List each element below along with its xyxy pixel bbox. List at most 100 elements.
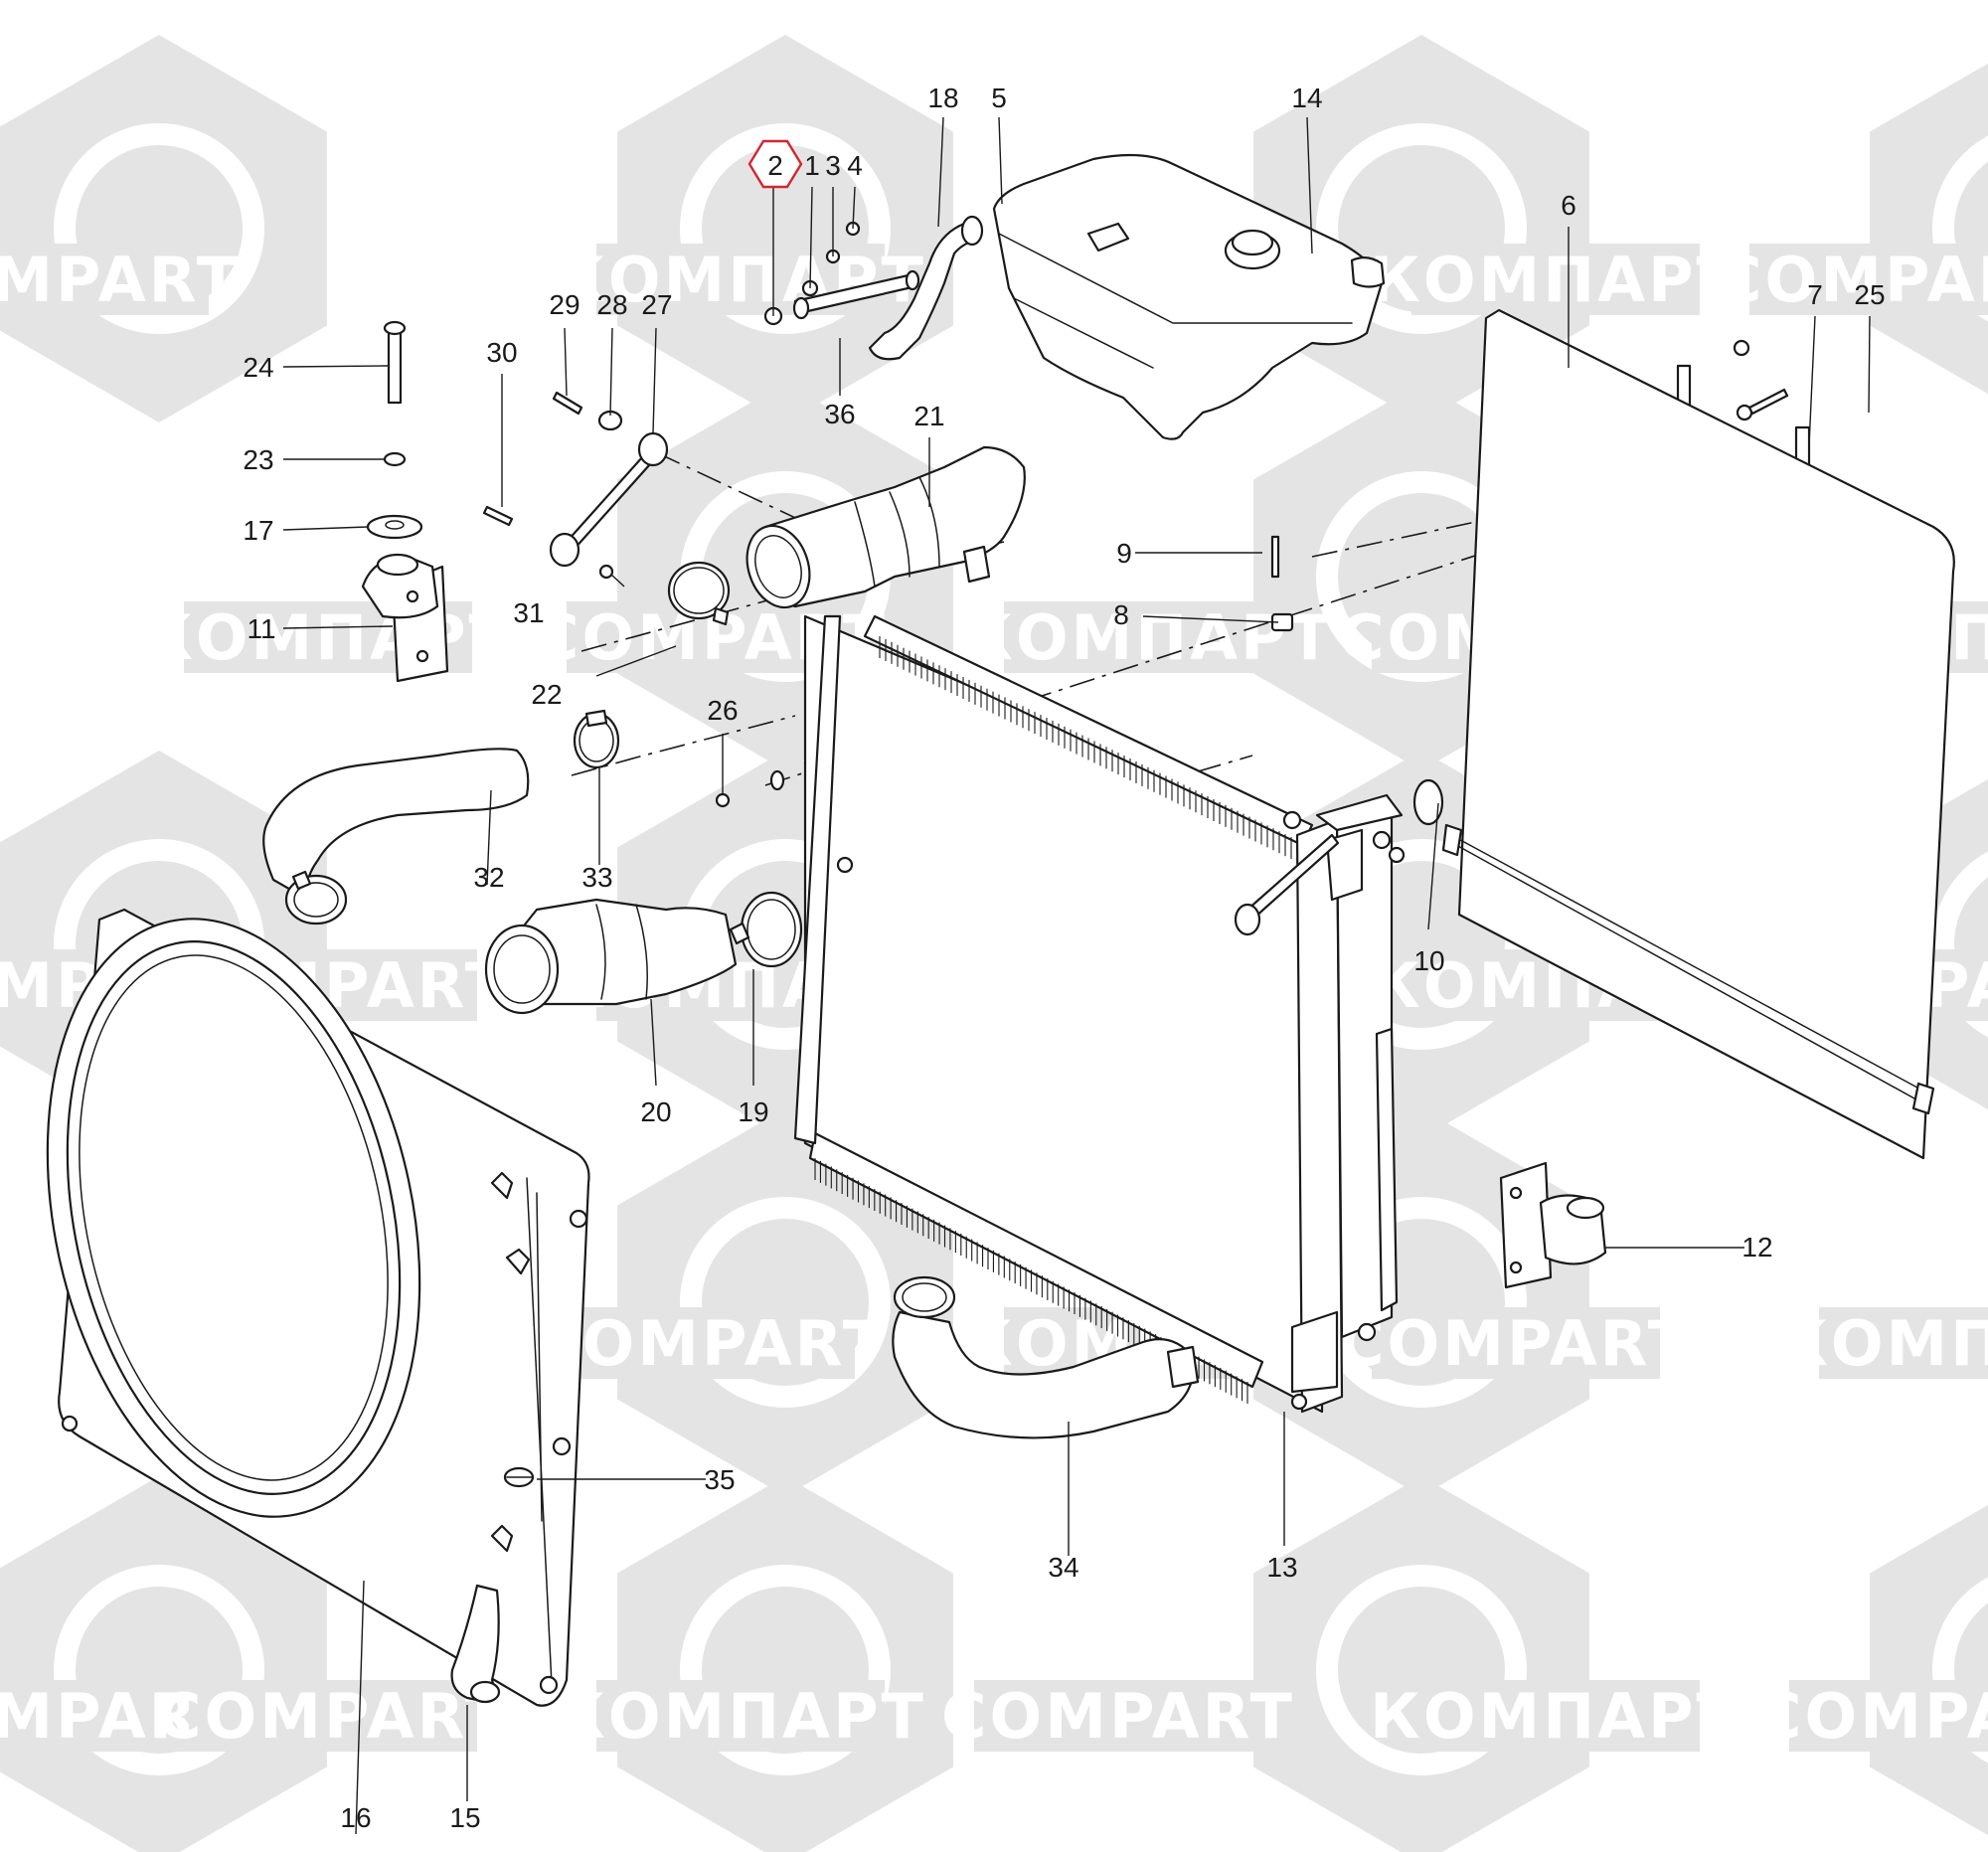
callout-4[interactable]: 4 xyxy=(847,150,863,181)
watermark-hexagon-shape xyxy=(617,1476,953,1852)
watermark-hexagon-shape xyxy=(1870,1504,1988,1836)
watermark-text: COMPART xyxy=(156,1680,510,1753)
clamp-part-22 xyxy=(667,561,731,626)
watermark-text: COMPART xyxy=(941,1680,1295,1753)
watermark-text: КОМПАРТ xyxy=(1370,244,1741,316)
leader-lines xyxy=(282,116,1871,1835)
hose-part-34 xyxy=(892,1275,1200,1439)
callout-labels: 2 1 3 4 5 18 14 6 7 25 9 8 10 12 13 34 3… xyxy=(243,83,1885,1833)
bracket-part-11 xyxy=(361,553,449,683)
bracket-part-12 xyxy=(1499,1161,1607,1289)
callout-11[interactable]: 11 xyxy=(247,613,275,644)
watermark-band-shape xyxy=(0,1680,209,1752)
watermark-band-shape xyxy=(1411,244,1700,315)
watermark-text: COMPART xyxy=(1717,244,1988,316)
watermark-text: КОМПАРТ xyxy=(555,1680,926,1753)
callout-15[interactable]: 15 xyxy=(449,1802,480,1833)
watermark-band-shape xyxy=(1789,1680,1988,1752)
screen-panel-part-6 xyxy=(1441,308,1955,1160)
watermark-band-shape xyxy=(1372,1307,1660,1379)
watermark-hexagon-shape xyxy=(0,35,327,422)
callout-19[interactable]: 19 xyxy=(738,1096,768,1127)
callout-23[interactable]: 23 xyxy=(243,444,273,475)
callout-3[interactable]: 3 xyxy=(825,150,841,181)
clamp-part-33 xyxy=(573,709,620,769)
callout-28[interactable]: 28 xyxy=(596,289,627,320)
callout-18[interactable]: 18 xyxy=(927,83,958,113)
watermark-text: КОМПАРТ xyxy=(1777,1307,1988,1380)
callout-29[interactable]: 29 xyxy=(549,289,580,320)
watermark-text: COMPART xyxy=(534,1307,888,1380)
callout-9[interactable]: 9 xyxy=(1116,538,1132,569)
callout-12[interactable]: 12 xyxy=(1741,1232,1772,1263)
tube-part-18 xyxy=(868,215,984,361)
watermark-hexagon-shape xyxy=(1870,63,1988,395)
callout-7[interactable]: 7 xyxy=(1807,279,1823,310)
watermark-band-shape xyxy=(1819,1307,1988,1379)
highlight-hexagon xyxy=(747,139,803,189)
callout-34[interactable]: 34 xyxy=(1048,1552,1078,1583)
watermark-ring-shape xyxy=(1316,123,1527,334)
watermark-text: КОМПАРТ xyxy=(555,244,926,316)
callout-16[interactable]: 16 xyxy=(340,1802,371,1833)
hose-part-21 xyxy=(746,445,1026,609)
callout-13[interactable]: 13 xyxy=(1266,1552,1297,1583)
callout-22[interactable]: 22 xyxy=(531,679,562,710)
callout-1[interactable]: 1 xyxy=(804,150,820,181)
callout-31[interactable]: 31 xyxy=(513,597,544,628)
watermark-band-shape xyxy=(1749,244,1988,315)
radiator-core-part-13 xyxy=(793,614,1406,1414)
callout-8[interactable]: 8 xyxy=(1113,599,1129,630)
callout-24[interactable]: 24 xyxy=(243,352,273,383)
watermark-hexagon-shape xyxy=(1253,1476,1589,1852)
hose-part-15 xyxy=(450,1584,501,1704)
watermark-band-shape xyxy=(0,244,209,315)
watermark-text: COMPART xyxy=(1339,1307,1693,1380)
hose-part-20 xyxy=(484,898,738,1015)
watermark-text: COMPART xyxy=(1756,1680,1988,1753)
callout-14[interactable]: 14 xyxy=(1291,83,1322,113)
clamp-part-19 xyxy=(729,891,803,968)
watermark-text: COMPART xyxy=(0,244,242,316)
callout-25[interactable]: 25 xyxy=(1854,279,1885,310)
callout-32[interactable]: 32 xyxy=(473,862,504,893)
callout-21[interactable]: 21 xyxy=(913,401,944,431)
watermark-band-shape xyxy=(567,1307,855,1379)
watermark-ring-shape xyxy=(680,1197,891,1408)
watermark-ring-shape xyxy=(1932,851,1988,1038)
callout-10[interactable]: 10 xyxy=(1413,945,1444,976)
callout-20[interactable]: 20 xyxy=(640,1096,671,1127)
hose-part-32 xyxy=(262,748,530,926)
callout-30[interactable]: 30 xyxy=(486,337,517,368)
fan-shroud-part-16 xyxy=(46,908,590,1707)
watermark-ring-shape xyxy=(680,1565,891,1775)
expansion-tank-part-14 xyxy=(992,153,1386,440)
watermark-ring-shape xyxy=(1316,1565,1527,1775)
callout-6[interactable]: 6 xyxy=(1561,190,1576,221)
callout-17[interactable]: 17 xyxy=(243,515,273,546)
watermark-band-shape xyxy=(596,1680,885,1752)
callout-27[interactable]: 27 xyxy=(641,289,672,320)
watermark-ring-shape xyxy=(54,1565,264,1775)
clip-part-35 xyxy=(503,1466,535,1488)
watermark-hexagon-shape xyxy=(0,1476,327,1852)
callout-33[interactable]: 33 xyxy=(581,862,612,893)
callout-5[interactable]: 5 xyxy=(991,83,1007,113)
watermark-band-shape xyxy=(974,1680,1262,1752)
watermark-text: КОМПАРТ xyxy=(1370,1680,1741,1753)
watermark-band-shape xyxy=(1411,1680,1700,1752)
callout-2[interactable]: 2 xyxy=(767,150,783,181)
watermark-ring-shape xyxy=(1932,135,1988,322)
callout-36[interactable]: 36 xyxy=(824,399,855,429)
watermark-ring-shape xyxy=(54,123,264,334)
watermark-ring-shape xyxy=(680,123,891,334)
callout-26[interactable]: 26 xyxy=(707,695,738,726)
watermark-band-shape xyxy=(189,1680,477,1752)
callout-35[interactable]: 35 xyxy=(704,1464,735,1495)
watermark-hexagon-shape xyxy=(617,35,953,422)
watermark-text: КОМПАРТ xyxy=(142,601,514,674)
watermark-ring-shape xyxy=(1932,1577,1988,1764)
watermark-text: КОМПАРТ xyxy=(962,601,1334,674)
